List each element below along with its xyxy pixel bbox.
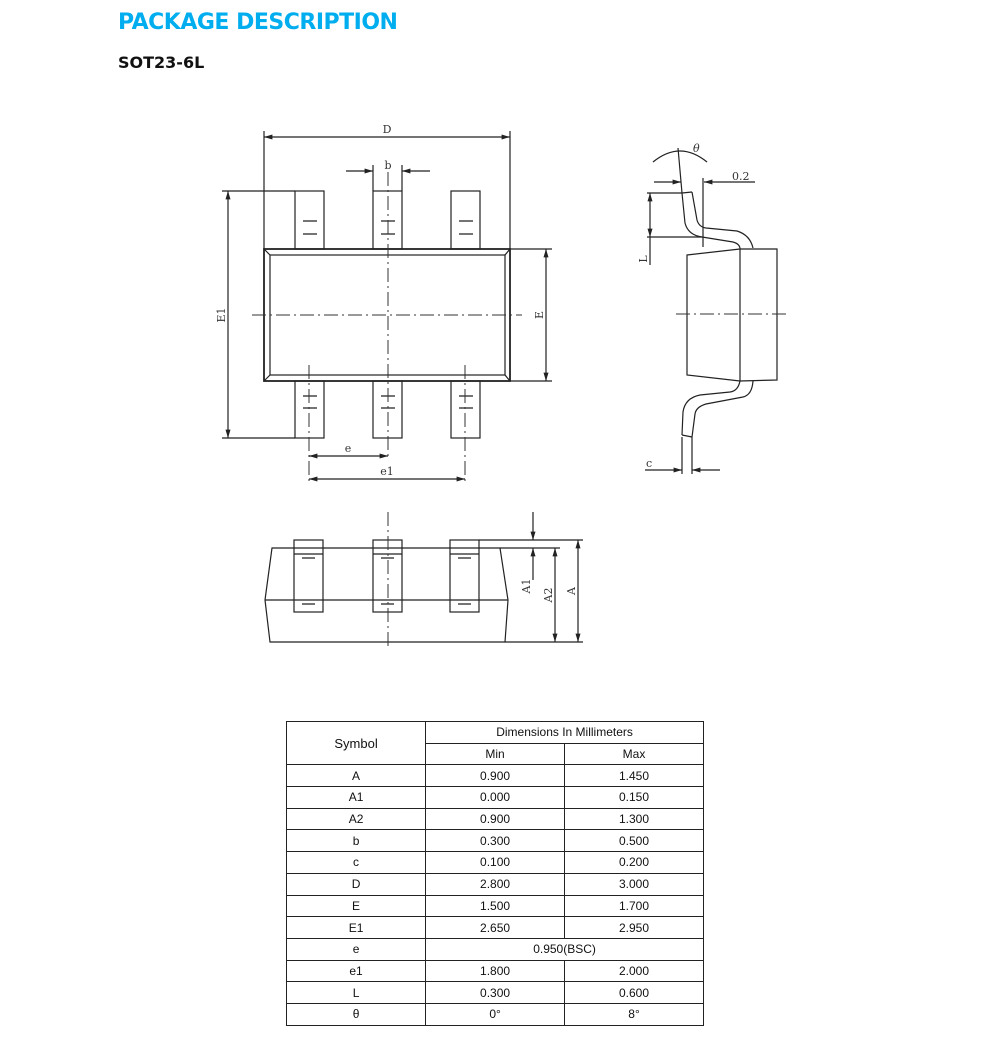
symbol-cell: e1 <box>285 959 427 983</box>
dim-label-lead-offset: 0.2 <box>732 170 750 183</box>
min-cell: 0.900 <box>425 764 566 788</box>
dim-label-A1: A1 <box>520 579 533 595</box>
side-view: θ 0.2 L c <box>637 142 789 474</box>
symbol-cell: D <box>285 872 427 896</box>
dimensions-header: Dimensions In Millimeters <box>425 721 704 744</box>
dim-label-theta: θ <box>693 142 700 155</box>
symbol-cell: E1 <box>285 916 427 939</box>
package-name: SOT23-6L <box>118 53 205 72</box>
dim-label-L: L <box>637 255 650 263</box>
dimensions-table: Symbol Dimensions In Millimeters Min Max… <box>285 720 704 1026</box>
symbol-cell: L <box>285 981 427 1004</box>
max-cell: 1.450 <box>564 764 704 788</box>
min-cell: 0.000 <box>425 786 566 809</box>
max-cell: 1.300 <box>564 807 704 831</box>
min-cell: 0.300 <box>425 981 566 1004</box>
max-cell: 1.700 <box>564 894 704 918</box>
dim-label-e1: e1 <box>380 465 394 478</box>
min-cell: 0.900 <box>425 807 566 831</box>
max-cell: 2.950 <box>564 916 704 939</box>
symbol-cell: A1 <box>285 786 427 809</box>
dim-label-A: A <box>565 586 578 596</box>
min-cell: 0.300 <box>425 829 566 853</box>
min-cell: 2.800 <box>425 872 566 896</box>
symbol-cell: A2 <box>285 807 427 831</box>
front-view: A1 A2 A <box>264 512 583 648</box>
dim-label-b: b <box>384 159 391 172</box>
max-cell: 8° <box>564 1002 704 1026</box>
dim-label-c: c <box>646 457 652 470</box>
symbol-cell: b <box>285 829 427 853</box>
dim-label-E: E <box>533 311 546 319</box>
symbol-cell: e <box>285 937 427 961</box>
min-cell: 1.500 <box>425 894 566 918</box>
symbol-cell: E <box>285 894 427 918</box>
top-view: D b E1 E e e1 <box>215 123 552 482</box>
max-cell: 2.000 <box>564 959 704 983</box>
max-cell: 0.500 <box>564 829 704 853</box>
min-header: Min <box>425 742 566 766</box>
dim-label-E1: E1 <box>215 307 228 322</box>
min-cell: 1.800 <box>425 959 566 983</box>
symbol-cell: θ <box>285 1002 427 1026</box>
max-cell: 0.150 <box>564 786 704 809</box>
max-cell: 3.000 <box>564 872 704 896</box>
max-cell: 0.200 <box>564 851 704 874</box>
symbol-header: Symbol <box>285 720 427 766</box>
max-header: Max <box>564 742 704 766</box>
symbol-cell: c <box>285 851 427 874</box>
symbol-cell: A <box>285 764 427 788</box>
min-cell: 2.650 <box>425 916 566 939</box>
max-cell: 0.600 <box>564 981 704 1004</box>
dim-label-e: e <box>345 442 352 455</box>
bsc-cell: 0.950(BSC) <box>425 937 704 961</box>
dim-label-D: D <box>383 123 392 136</box>
min-cell: 0° <box>425 1002 566 1026</box>
section-title: PACKAGE DESCRIPTION <box>118 10 398 35</box>
min-cell: 0.100 <box>425 851 566 874</box>
dim-label-A2: A2 <box>542 588 555 604</box>
